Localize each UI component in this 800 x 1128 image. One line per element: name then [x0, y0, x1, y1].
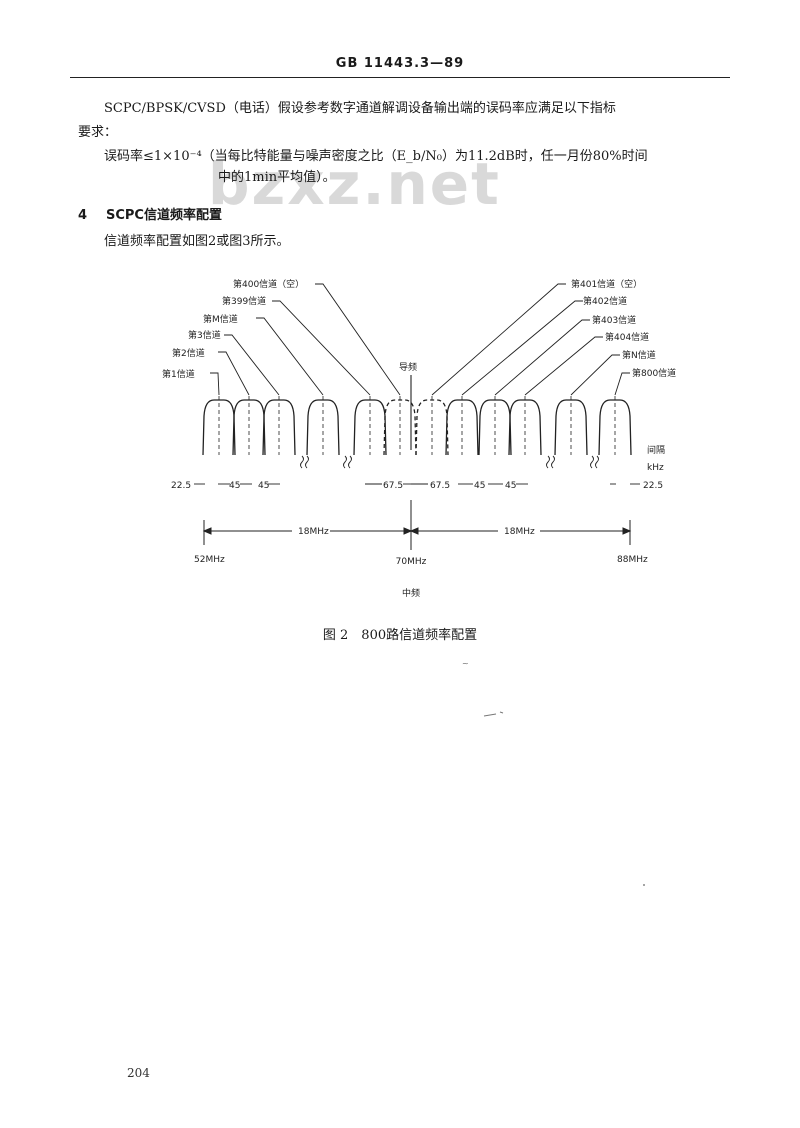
label-ch3: 第3信道: [188, 329, 221, 341]
label-ch401: 第401信道（空）: [571, 278, 642, 290]
leader-line: [256, 317, 324, 396]
section-number: 4: [78, 208, 88, 223]
label-spacing: 间隔: [647, 444, 665, 456]
svg-text:~: ~: [462, 659, 469, 668]
freq-high: 88MHz: [617, 555, 648, 565]
leader-line: [461, 300, 583, 396]
label-ch399: 第399信道: [222, 295, 266, 307]
leader-line: [218, 351, 250, 396]
leader-line: [272, 300, 371, 396]
label-chM: 第M信道: [203, 313, 238, 325]
standard-code: GB 11443.3—89: [335, 56, 465, 71]
break-mark: [546, 455, 555, 469]
label-ch1: 第1信道: [162, 368, 195, 380]
break-mark: [300, 455, 309, 469]
label-spacing-unit: kHz: [647, 463, 664, 473]
break-mark: [590, 455, 599, 469]
label-ch400: 第400信道（空）: [233, 278, 304, 290]
spacing-45-d: 45: [505, 481, 516, 491]
label-ch2: 第2信道: [172, 347, 205, 359]
bandwidth-dimension: [202, 500, 632, 550]
paragraph-2-line-1: 误码率≤1×10⁻⁴（当每比特能量与噪声密度之比（E_b/N₀）为11.2dB时…: [104, 149, 648, 164]
break-mark: [343, 455, 352, 469]
if-label: 中频: [402, 587, 420, 599]
bandwidth-right: 18MHz: [504, 527, 535, 537]
leader-line: [431, 283, 566, 396]
label-pilot: 导频: [399, 361, 417, 373]
spacing-67-b: 67.5: [430, 481, 450, 491]
leader-line: [224, 334, 280, 396]
freq-center: 70MHz: [396, 557, 427, 567]
watermark: bzxz.net: [208, 150, 501, 218]
label-ch800: 第800信道: [632, 367, 676, 379]
section-heading: 4 SCPC信道频率配置: [78, 204, 222, 223]
spacing-45-c: 45: [474, 481, 485, 491]
spacing-45-b: 45: [258, 481, 269, 491]
header-rule: [70, 77, 730, 78]
leader-line: [315, 283, 401, 396]
label-ch402: 第402信道: [583, 295, 627, 307]
leader-lines: [210, 283, 630, 396]
spacing-45-a: 45: [229, 481, 240, 491]
section-title: SCPC信道频率配置: [106, 208, 222, 223]
paragraph-1-line-2: 要求：: [78, 125, 118, 140]
spacing-67-a: 67.5: [383, 481, 403, 491]
paragraph-1-line-1: SCPC/BPSK/CVSD（电话）假设参考数字通道解调设备输出端的误码率应满足…: [104, 101, 616, 116]
label-ch403: 第403信道: [592, 314, 636, 326]
spacing-right-edge: 22.5: [643, 481, 663, 491]
label-ch404: 第404信道: [605, 331, 649, 343]
leader-line: [614, 372, 630, 396]
channel-frequency-figure: 第400信道（空） 第399信道 第M信道 第3信道 第2信道 第1信道 第40…: [162, 278, 676, 599]
leader-line: [494, 319, 590, 396]
bandwidth-left: 18MHz: [298, 527, 329, 537]
leader-line: [210, 372, 220, 396]
leader-line: [570, 354, 620, 396]
freq-low: 52MHz: [194, 555, 225, 565]
label-chN: 第N信道: [622, 349, 656, 361]
paragraph-2-line-2: 中的1min平均值）。: [218, 170, 336, 185]
page-number: 204: [127, 1066, 150, 1080]
spacing-left-edge: 22.5: [171, 481, 191, 491]
figure-caption: 图 2 800路信道频率配置: [322, 628, 478, 643]
channel-shapes: [202, 375, 632, 469]
section-text: 信道频率配置如图2或图3所示。: [104, 234, 290, 249]
leader-line: [524, 336, 603, 396]
